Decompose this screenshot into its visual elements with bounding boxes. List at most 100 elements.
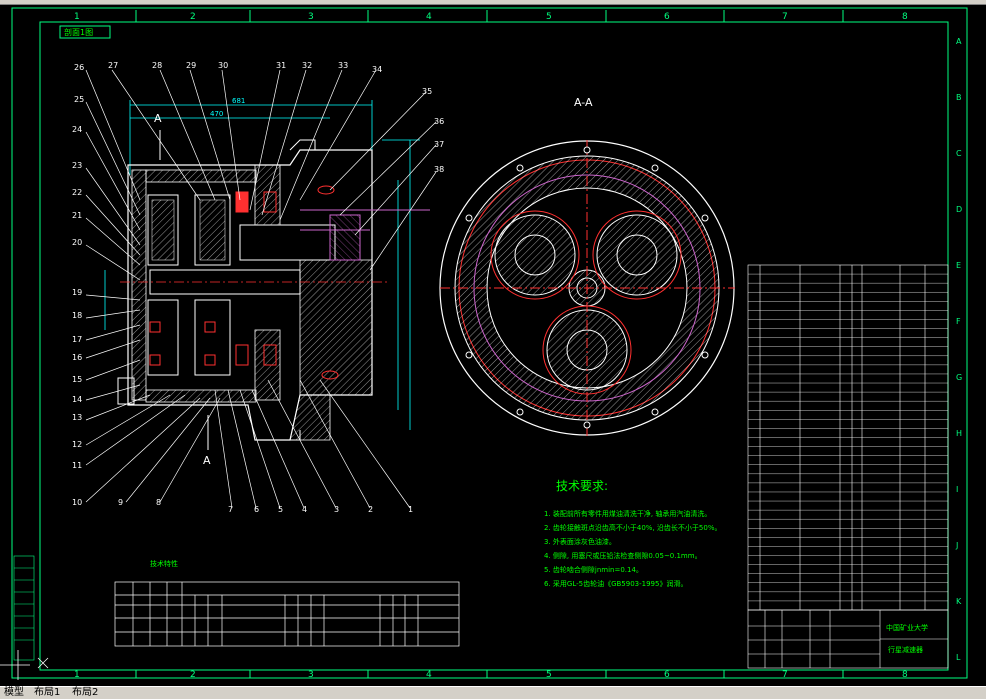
- svg-text:A: A: [956, 37, 962, 46]
- col-num: 8: [902, 12, 908, 22]
- svg-text:36: 36: [434, 117, 444, 126]
- leader-numbers-left: 26 25 24 23 22 21 20 19 18 17 16 15 14 1…: [72, 63, 161, 507]
- leader-lines: [85, 69, 437, 509]
- svg-text:20: 20: [72, 238, 82, 247]
- svg-text:33: 33: [338, 61, 348, 70]
- svg-text:38: 38: [434, 165, 444, 174]
- svg-text:4: 4: [302, 505, 307, 514]
- col-num: 7: [782, 12, 788, 22]
- svg-text:1: 1: [408, 505, 413, 514]
- svg-text:30: 30: [218, 61, 228, 70]
- window-top-edge: [0, 0, 986, 5]
- svg-text:3. 外表面涂灰色油漆。: 3. 外表面涂灰色油漆。: [544, 537, 616, 546]
- svg-text:5. 齿轮啮合侧隙jnmin=0.14。: 5. 齿轮啮合侧隙jnmin=0.14。: [544, 565, 643, 574]
- col-num: 4: [426, 670, 432, 680]
- svg-text:31: 31: [276, 61, 286, 70]
- col-num: 6: [664, 12, 670, 22]
- col-num: 4: [426, 12, 432, 22]
- col-num: 5: [546, 12, 552, 22]
- svg-text:27: 27: [108, 61, 118, 70]
- svg-text:37: 37: [434, 140, 444, 149]
- table-title: 技术特性: [150, 559, 178, 568]
- tab-layout1[interactable]: 布局1: [34, 687, 61, 698]
- title-tag-box: [59, 25, 111, 39]
- row-letters: A B C D E F G H I J K L: [955, 37, 962, 662]
- section-mark-top: A: [154, 112, 162, 125]
- title-tag: 剖面1图: [64, 27, 93, 37]
- svg-text:7: 7: [228, 505, 233, 514]
- svg-text:6. 采用GL-5齿轮油《GB5903-1995》润滑。: 6. 采用GL-5齿轮油《GB5903-1995》润滑。: [544, 579, 687, 588]
- col-num: 1: [74, 12, 80, 22]
- col-num: 6: [664, 670, 670, 680]
- svg-text:28: 28: [152, 61, 162, 70]
- svg-text:470: 470: [210, 110, 223, 118]
- svg-text:32: 32: [302, 61, 312, 70]
- col-num: 5: [546, 670, 552, 680]
- aa-section-view: [439, 140, 735, 436]
- svg-text:29: 29: [186, 61, 196, 70]
- leader-numbers-bottom: 7 6 5 4 3 2 1: [228, 505, 413, 514]
- ucs-icon: [0, 650, 49, 680]
- svg-text:H: H: [956, 429, 962, 438]
- svg-text:9: 9: [118, 498, 123, 507]
- svg-text:681: 681: [232, 97, 245, 105]
- left-strip: [13, 555, 35, 661]
- leader-numbers-top: 27 28 29 30 31 32 33 34 35 36 37 38: [108, 61, 444, 174]
- tech-title: 技术要求:: [556, 479, 608, 493]
- svg-text:G: G: [956, 373, 962, 382]
- svg-text:1. 装配前所有零件用煤油清洗干净, 轴承用汽油清洗。: 1. 装配前所有零件用煤油清洗干净, 轴承用汽油清洗。: [544, 509, 711, 518]
- tab-layout2[interactable]: 布局2: [72, 687, 99, 698]
- svg-text:19: 19: [72, 288, 82, 297]
- svg-text:17: 17: [72, 335, 82, 344]
- svg-text:21: 21: [72, 211, 82, 220]
- svg-text:26: 26: [74, 63, 84, 72]
- svg-text:J: J: [955, 541, 958, 550]
- svg-text:11: 11: [72, 461, 82, 470]
- svg-text:10: 10: [72, 498, 82, 507]
- parts-list-rows: [748, 273, 948, 602]
- svg-text:I: I: [956, 485, 958, 494]
- svg-text:F: F: [956, 317, 961, 326]
- svg-text:6: 6: [254, 505, 259, 514]
- svg-text:L: L: [956, 653, 961, 662]
- svg-text:K: K: [956, 597, 962, 606]
- svg-text:13: 13: [72, 413, 82, 422]
- svg-text:3: 3: [334, 505, 339, 514]
- svg-text:B: B: [956, 93, 962, 102]
- svg-text:15: 15: [72, 375, 82, 384]
- column-ticks: [135, 10, 844, 678]
- tech-requirements: 技术要求: 1. 装配前所有零件用煤油清洗干净, 轴承用汽油清洗。 2. 齿轮接…: [544, 479, 721, 588]
- svg-text:E: E: [956, 261, 961, 270]
- col-num: 7: [782, 670, 788, 680]
- column-numbers-top: 1 2 3 4 5 6 7 8: [74, 12, 908, 22]
- title-block-name: 行星减速器: [888, 645, 923, 654]
- svg-text:8: 8: [156, 498, 161, 507]
- col-num: 1: [74, 670, 80, 680]
- svg-text:23: 23: [72, 161, 82, 170]
- svg-text:35: 35: [422, 87, 432, 96]
- svg-text:34: 34: [372, 65, 382, 74]
- layout-tab-bar: 模型 布局1 布局2: [0, 686, 986, 699]
- svg-text:C: C: [956, 149, 962, 158]
- col-num: 3: [308, 670, 314, 680]
- svg-text:5: 5: [278, 505, 283, 514]
- col-num: 8: [902, 670, 908, 680]
- title-block: [747, 609, 949, 669]
- section-label: A-A: [574, 96, 593, 109]
- svg-text:24: 24: [72, 125, 82, 134]
- outer-frame: [11, 7, 968, 679]
- section-mark-bottom: A: [203, 454, 211, 467]
- tab-model[interactable]: 模型: [4, 687, 24, 698]
- svg-text:12: 12: [72, 440, 82, 449]
- col-num: 2: [190, 670, 196, 680]
- svg-text:18: 18: [72, 311, 82, 320]
- col-num: 2: [190, 12, 196, 22]
- svg-text:2. 齿轮接触斑点沿齿高不小于40%, 沿齿长不小于50%。: 2. 齿轮接触斑点沿齿高不小于40%, 沿齿长不小于50%。: [544, 523, 721, 532]
- svg-text:2: 2: [368, 505, 373, 514]
- svg-text:4. 侧隙, 用塞尺或压铅法检查侧隙0.05~0.1mm。: 4. 侧隙, 用塞尺或压铅法检查侧隙0.05~0.1mm。: [544, 551, 702, 560]
- section-view: 681 470: [104, 97, 430, 467]
- svg-text:14: 14: [72, 395, 82, 404]
- svg-text:D: D: [956, 205, 962, 214]
- col-num: 3: [308, 12, 314, 22]
